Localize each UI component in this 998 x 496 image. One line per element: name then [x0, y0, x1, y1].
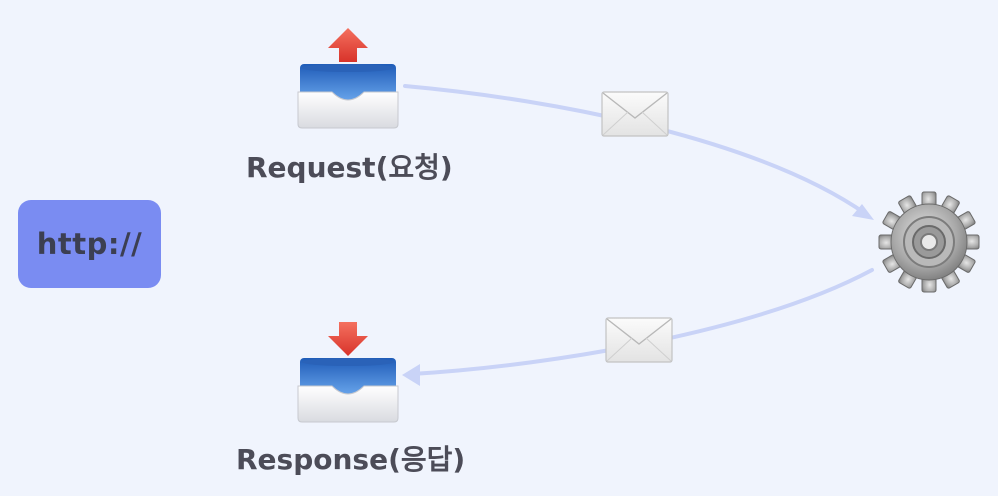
- envelope-icon: [601, 91, 669, 137]
- http-badge: http://: [18, 200, 161, 288]
- http-badge-text: http://: [36, 227, 143, 261]
- response-label: Response(응답): [236, 443, 466, 476]
- request-label: Request(요청): [246, 151, 453, 184]
- envelope-icon: [605, 317, 673, 363]
- outbox-tray-icon: [297, 28, 399, 129]
- gear-icon: [878, 191, 980, 293]
- inbox-tray-icon: [297, 322, 399, 423]
